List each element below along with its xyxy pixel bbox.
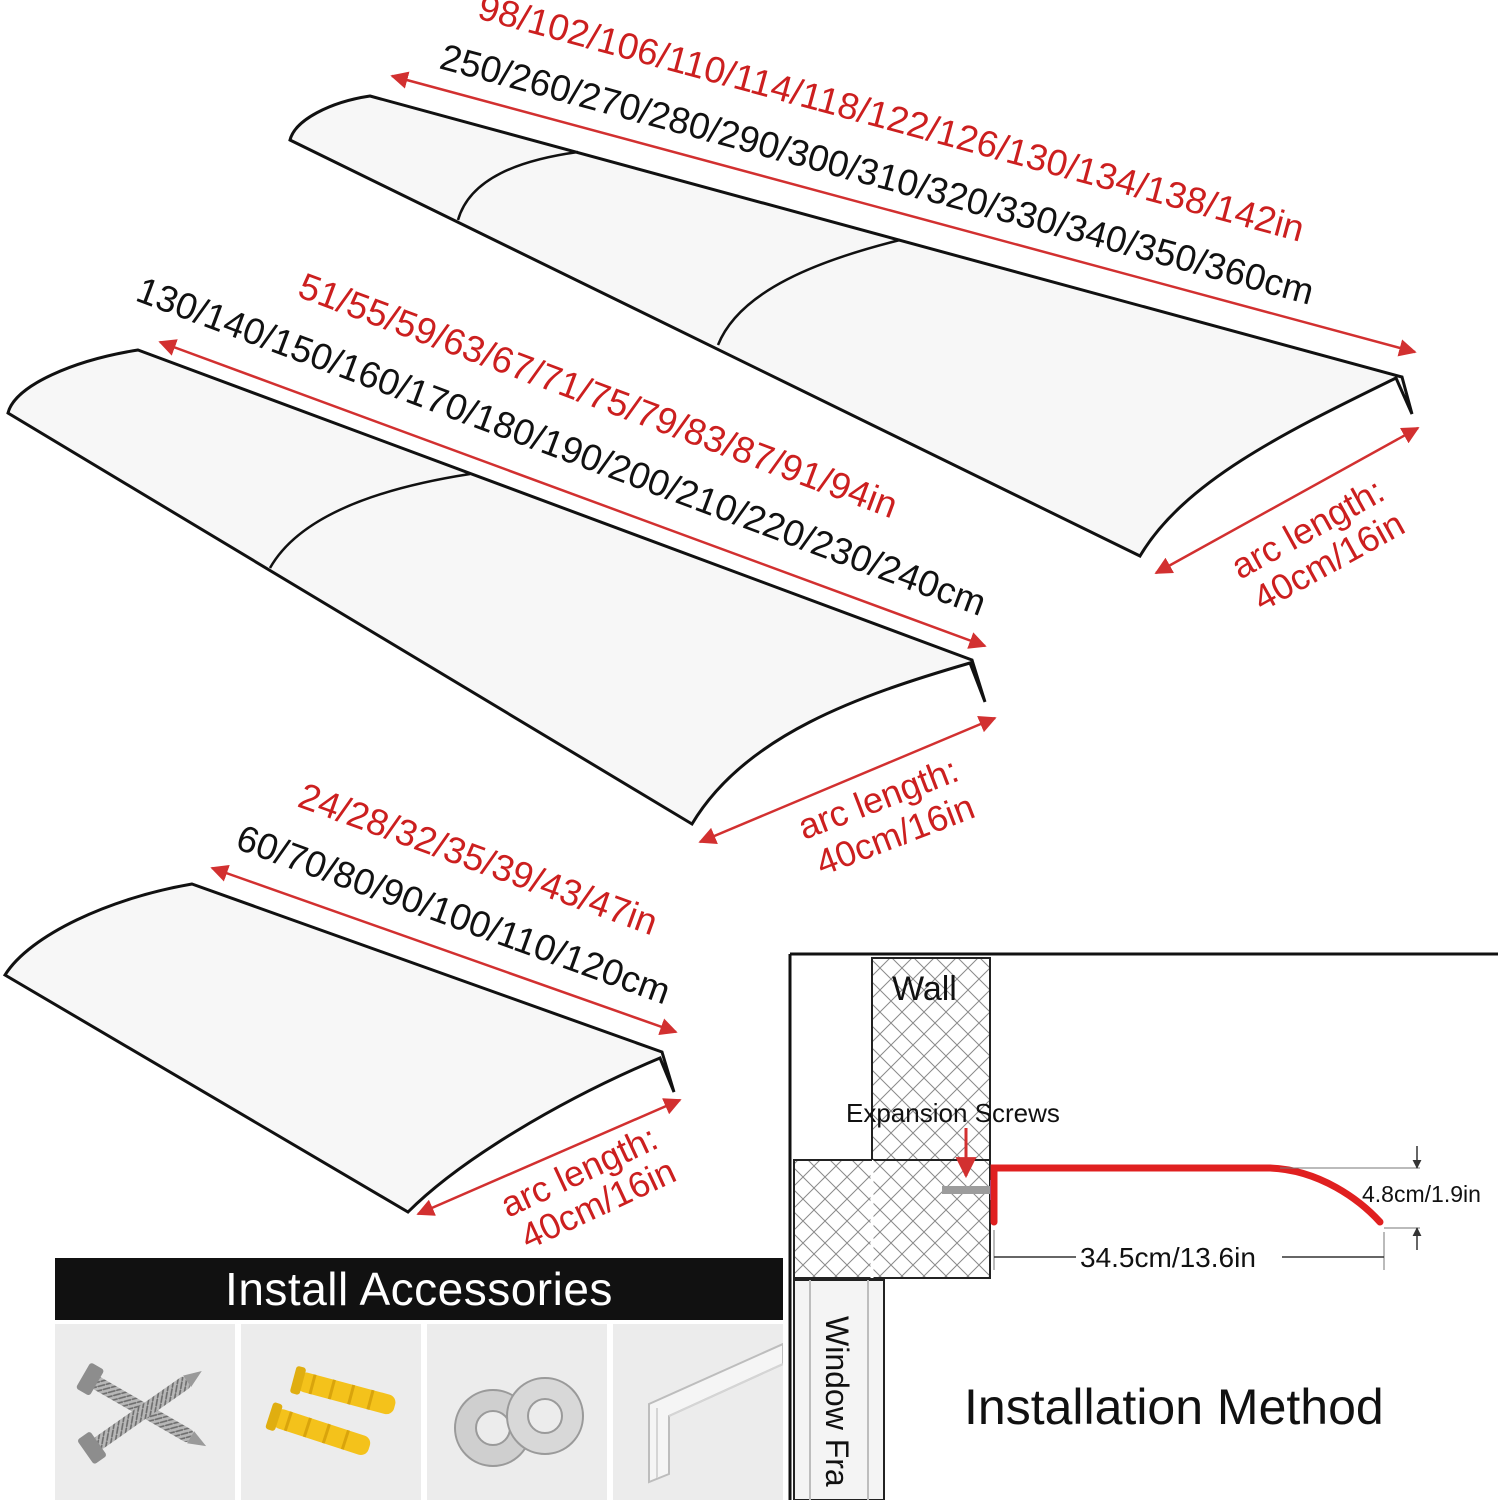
- panel-small: 24/28/32/35/39/43/47in 60/70/80/90/100/1…: [2, 775, 682, 1257]
- panel-medium-length-arrow: [158, 339, 987, 649]
- lintel-block: [793, 1159, 991, 1279]
- window-frame-label: Window Fra: [819, 1316, 855, 1487]
- expansion-screw: [942, 1186, 992, 1194]
- washer-icon: [454, 1377, 584, 1467]
- height-label: 4.8cm/1.9in: [1362, 1181, 1481, 1207]
- accessory-screws: [55, 1324, 235, 1500]
- accessory-wall-plugs: [241, 1324, 421, 1500]
- canopy-profile: [990, 1164, 1384, 1226]
- panel-small-length-arrow: [210, 864, 678, 1036]
- expansion-screws-label: Expansion Screws: [846, 1098, 1060, 1128]
- installation-method-title: Installation Method: [964, 1379, 1384, 1435]
- wall-plug-icon: [265, 1366, 396, 1455]
- accessory-mounting-strip: [613, 1324, 783, 1500]
- depth-label: 34.5cm/13.6in: [1080, 1242, 1256, 1273]
- screw-icon: [76, 1363, 207, 1464]
- panel-medium-arc-arrow: [698, 716, 997, 844]
- panel-large-length-arrow: [390, 71, 1417, 357]
- mounting-strip-icon: [648, 1342, 783, 1484]
- install-accessories-header: Install Accessories: [55, 1258, 783, 1320]
- panel-small-arc-arrow: [416, 1098, 682, 1216]
- panel-large-arc-arrow: [1154, 426, 1420, 575]
- accessory-washers: [427, 1324, 607, 1500]
- panel-medium: 51/55/59/63/67/71/75/79/83/87/91/94in 13…: [6, 265, 997, 883]
- wall-label: Wall: [892, 970, 957, 1008]
- installation-diagram: Wall Window Fra Expansion Screws 4.8cm/1…: [788, 952, 1498, 1500]
